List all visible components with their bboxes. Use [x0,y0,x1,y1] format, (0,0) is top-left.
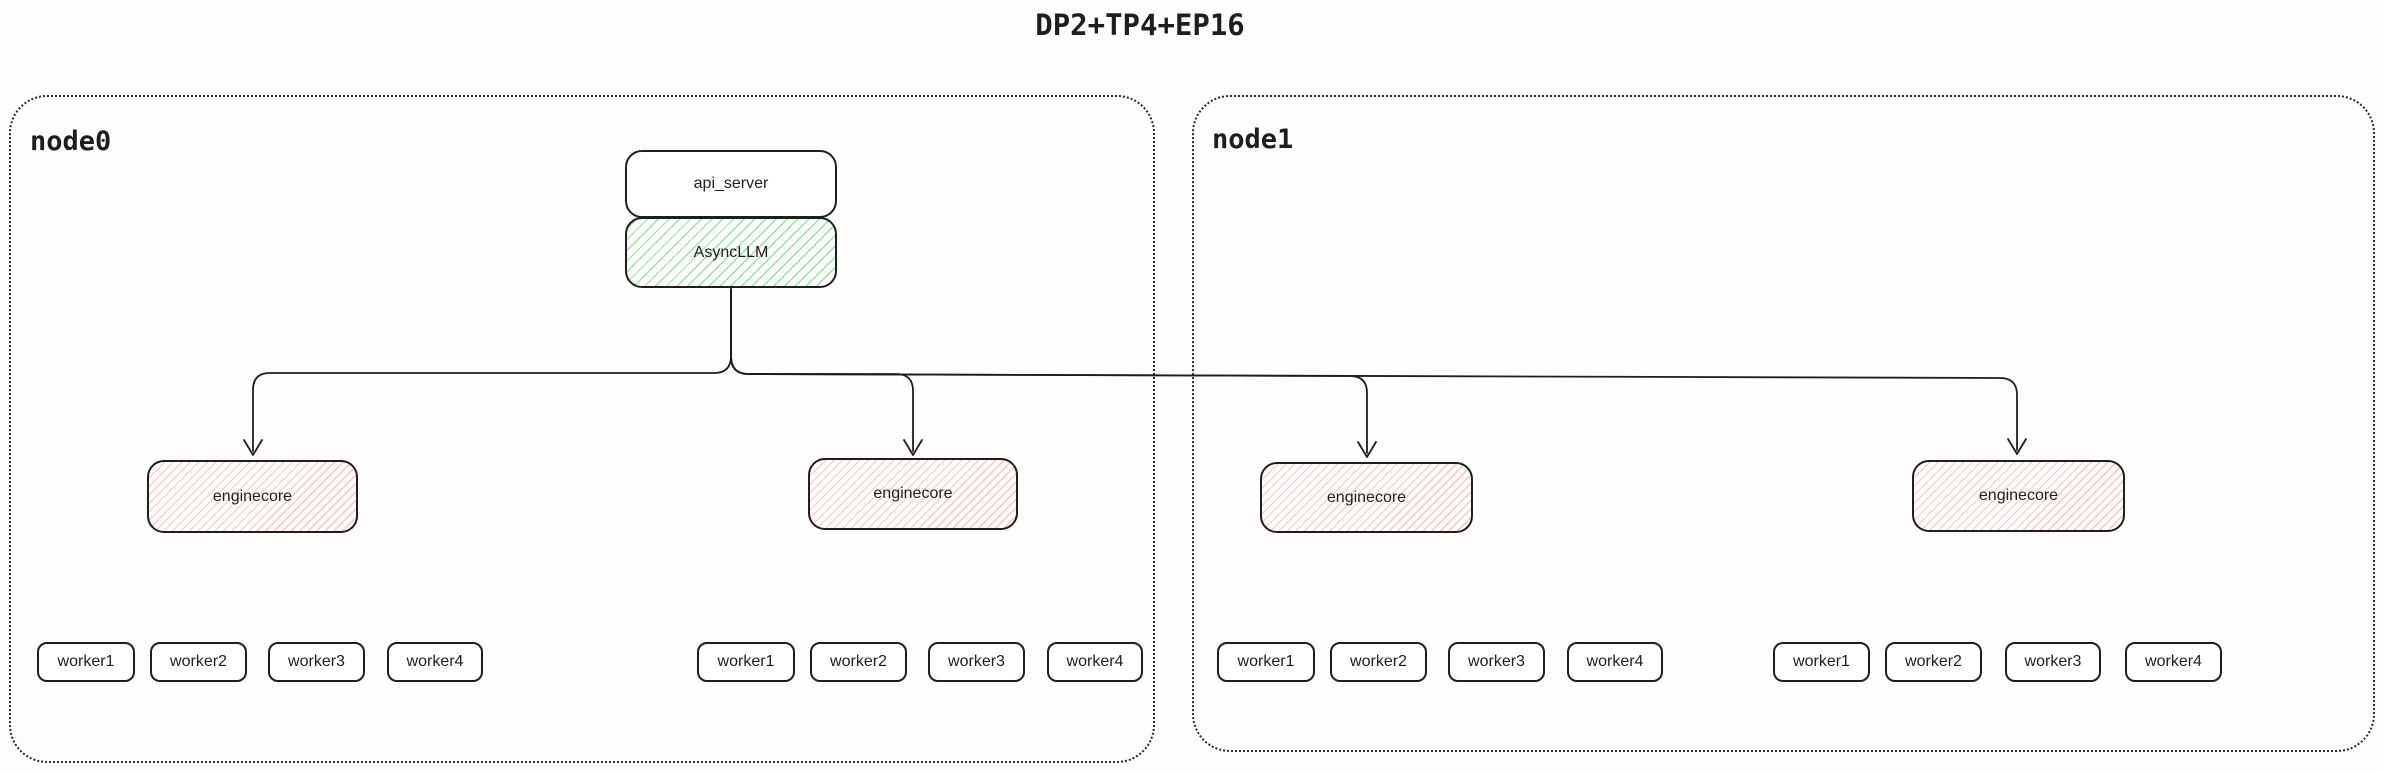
worker-box: worker4 [1567,642,1663,682]
arrowhead-enginecore2 [903,439,923,456]
worker-label: worker4 [406,653,464,670]
arrowhead-enginecore4 [2007,438,2027,455]
worker-box: worker2 [1330,642,1427,682]
worker-box: worker1 [1773,642,1870,682]
worker-box: worker1 [1217,642,1315,682]
worker-box: worker4 [2125,642,2222,682]
worker-label: worker4 [1586,653,1644,670]
worker-label: worker2 [1905,653,1962,670]
node0-frame [9,95,1155,763]
enginecore-label: enginecore [1326,488,1407,506]
worker-label: worker3 [948,653,1005,670]
enginecore-box-1: enginecore [147,460,358,533]
enginecore-label: enginecore [873,485,953,502]
worker-box: worker3 [928,642,1025,682]
worker-label: worker2 [170,653,227,670]
api-server-box: api_server [625,150,837,218]
worker-label: worker1 [57,653,115,670]
arrow-asyncllm-to-enginecore1 [252,288,732,452]
asyncllm-box: AsyncLLM [625,217,837,288]
asyncllm-label: AsyncLLM [693,243,769,261]
worker-box: worker2 [810,642,907,682]
enginecore-box-3: enginecore [1260,462,1473,533]
enginecore-label: enginecore [1978,487,2059,504]
enginecore-box-2: enginecore [808,458,1018,530]
worker-label: worker1 [1793,653,1850,670]
node1-label: node1 [1212,124,1294,155]
worker-label: worker3 [2024,653,2082,670]
enginecore-box-4: enginecore [1912,460,2125,532]
worker-box: worker2 [1885,642,1982,682]
api-server-label: api_server [693,175,769,192]
arrow-asyncllm-to-enginecore3 [730,288,1368,454]
worker-box: worker3 [1448,642,1545,682]
worker-box: worker3 [2005,642,2101,682]
worker-label: worker3 [288,653,345,670]
arrowhead-enginecore1 [243,439,263,456]
worker-label: worker4 [1066,653,1124,670]
arrowhead-enginecore3 [1357,441,1377,458]
worker-label: worker4 [2145,653,2202,670]
worker-label: worker1 [717,653,775,670]
worker-box: worker2 [150,642,247,682]
worker-box: worker1 [37,642,135,682]
node0-label: node0 [30,126,112,157]
worker-label: worker2 [1350,653,1407,670]
worker-label: worker3 [1468,653,1525,670]
arrow-asyncllm-to-enginecore2 [730,288,914,452]
worker-label: worker1 [1237,653,1295,670]
worker-box: worker4 [387,642,483,682]
worker-label: worker2 [830,653,887,670]
arrow-asyncllm-to-enginecore4 [730,288,2018,451]
enginecore-label: enginecore [212,487,293,505]
worker-box: worker3 [268,642,365,682]
diagram-title: DP2+TP4+EP16 [1035,8,1245,42]
worker-box: worker4 [1047,642,1143,682]
node1-frame [1192,95,2375,752]
worker-box: worker1 [697,642,795,682]
